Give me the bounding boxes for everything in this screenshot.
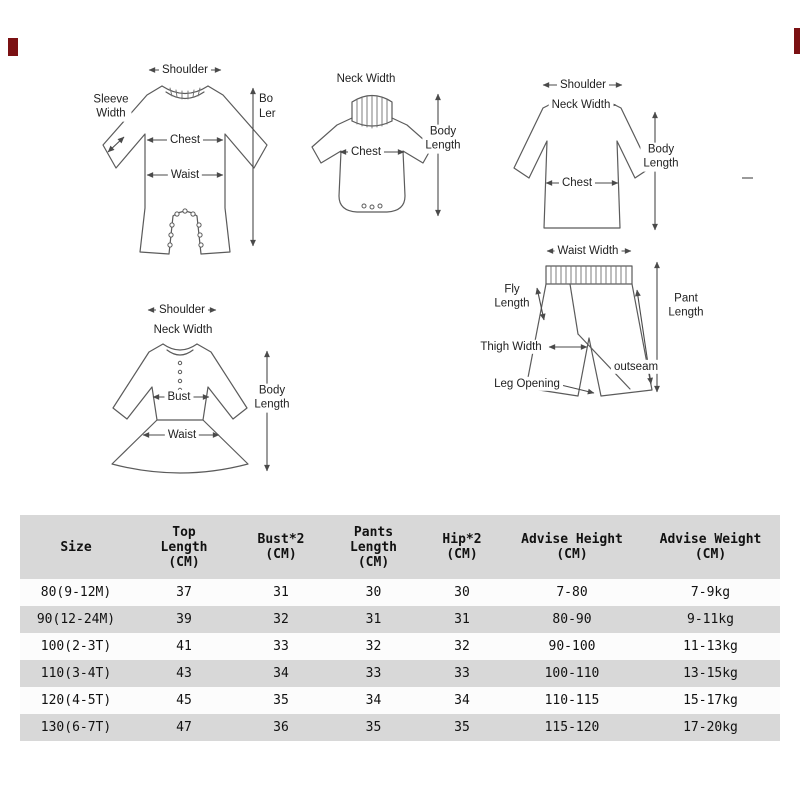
cell-weight: 9-11kg (641, 606, 780, 633)
shorts-leg-opening-label: Leg Opening (491, 376, 563, 392)
cell-size: 130(6-7T) (20, 714, 132, 741)
cell-weight: 7-9kg (641, 579, 780, 606)
cell-bust: 34 (236, 660, 326, 687)
cell-height: 90-100 (503, 633, 641, 660)
dress-neck-width-label: Neck Width (150, 322, 216, 338)
size-table-header-row: Size Top Length (CM) Bust*2 (CM) Pants L… (20, 515, 780, 579)
cell-pants: 35 (326, 714, 421, 741)
bodysuit-chest-label: Chest (347, 144, 385, 160)
shorts-outseam-label: outseam (610, 359, 662, 375)
col-header-bust: Bust*2 (CM) (236, 515, 326, 579)
cell-height: 115-120 (503, 714, 641, 741)
cell-top: 41 (132, 633, 236, 660)
top-neck-width-label: Neck Width (548, 97, 614, 113)
right-edge-red-mark (794, 28, 800, 54)
cell-height: 80-90 (503, 606, 641, 633)
cell-top: 47 (132, 714, 236, 741)
romper-shoulder-label: Shoulder (158, 62, 212, 78)
dress-waist-label: Waist (164, 427, 200, 443)
bodysuit-body-length-label: Body Length (422, 124, 464, 154)
size-row-110: 110(3-4T) 43 34 33 33 100-110 13-15kg (20, 660, 780, 687)
cell-weight: 15-17kg (641, 687, 780, 714)
top-body-length-label: Body Length (640, 142, 682, 172)
cell-size: 100(2-3T) (20, 633, 132, 660)
size-row-80: 80(9-12M) 37 31 30 30 7-80 7-9kg (20, 579, 780, 606)
romper-body-length-label-clipped: Bo Ler (257, 92, 278, 122)
cell-hip: 35 (421, 714, 503, 741)
shorts-thigh-width-label: Thigh Width (477, 339, 545, 355)
size-row-120: 120(4-5T) 45 35 34 34 110-115 15-17kg (20, 687, 780, 714)
cell-bust: 31 (236, 579, 326, 606)
cell-pants: 33 (326, 660, 421, 687)
col-header-hip: Hip*2 (CM) (421, 515, 503, 579)
cell-height: 100-110 (503, 660, 641, 687)
cell-size: 120(4-5T) (20, 687, 132, 714)
cell-bust: 33 (236, 633, 326, 660)
right-edge-gray-dash (742, 177, 753, 179)
garment-diagrams-canvas (102, 67, 660, 474)
cell-size: 90(12-24M) (20, 606, 132, 633)
cell-height: 7-80 (503, 579, 641, 606)
cell-top: 39 (132, 606, 236, 633)
cell-bust: 32 (236, 606, 326, 633)
cell-weight: 17-20kg (641, 714, 780, 741)
bodysuit-drawing (311, 94, 433, 213)
cell-top: 43 (132, 660, 236, 687)
shorts-pant-length-label: Pant Length (665, 291, 707, 321)
cell-pants: 32 (326, 633, 421, 660)
cell-size: 110(3-4T) (20, 660, 132, 687)
bodysuit-neck-width-label: Neck Width (333, 71, 399, 87)
col-header-pants-length: Pants Length (CM) (326, 515, 421, 579)
romper-sleeve-width-label: Sleeve Width (90, 92, 132, 122)
top-drawing (513, 98, 651, 229)
dress-bust-label: Bust (164, 389, 194, 405)
cell-hip: 31 (421, 606, 503, 633)
top-chest-label: Chest (558, 175, 596, 191)
cell-height: 110-115 (503, 687, 641, 714)
romper-waist-label: Waist (167, 167, 203, 183)
cell-hip: 33 (421, 660, 503, 687)
cell-pants: 30 (326, 579, 421, 606)
shorts-fly-length-label: Fly Length (491, 282, 533, 312)
cell-bust: 36 (236, 714, 326, 741)
shorts-waist-width-label: Waist Width (554, 243, 622, 259)
cell-bust: 35 (236, 687, 326, 714)
romper-drawing (102, 85, 268, 255)
left-edge-red-mark (8, 38, 18, 56)
size-row-100: 100(2-3T) 41 33 32 32 90-100 11-13kg (20, 633, 780, 660)
cell-weight: 11-13kg (641, 633, 780, 660)
col-header-top-length: Top Length (CM) (132, 515, 236, 579)
size-row-90: 90(12-24M) 39 32 31 31 80-90 9-11kg (20, 606, 780, 633)
dress-drawing (111, 343, 249, 474)
size-row-130: 130(6-7T) 47 36 35 35 115-120 17-20kg (20, 714, 780, 741)
dress-body-length-label: Body Length (251, 383, 293, 413)
cell-pants: 34 (326, 687, 421, 714)
cell-hip: 32 (421, 633, 503, 660)
cell-hip: 34 (421, 687, 503, 714)
size-table: Size Top Length (CM) Bust*2 (CM) Pants L… (20, 515, 780, 741)
cell-pants: 31 (326, 606, 421, 633)
col-header-advise-height: Advise Height (CM) (503, 515, 641, 579)
shorts-drawing (525, 265, 653, 397)
col-header-size: Size (20, 515, 132, 579)
cell-top: 45 (132, 687, 236, 714)
cell-top: 37 (132, 579, 236, 606)
cell-weight: 13-15kg (641, 660, 780, 687)
top-shoulder-label: Shoulder (556, 77, 610, 93)
romper-chest-label: Chest (166, 132, 204, 148)
cell-size: 80(9-12M) (20, 579, 132, 606)
dress-shoulder-label: Shoulder (155, 302, 209, 318)
col-header-advise-weight: Advise Weight (CM) (641, 515, 780, 579)
cell-hip: 30 (421, 579, 503, 606)
